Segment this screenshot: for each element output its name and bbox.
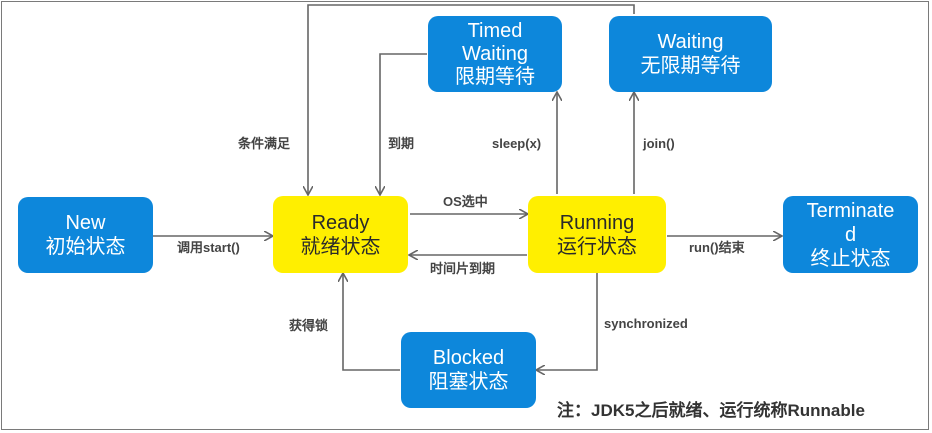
state-timed-waiting: Timed Waiting 限期等待 (428, 16, 562, 92)
footnote: 注：JDK5之后就绪、运行统称Runnable (557, 401, 865, 420)
state-waiting-name: Waiting (657, 31, 724, 53)
state-new-name: New (65, 212, 106, 234)
state-timed-waiting-cn: 限期等待 (455, 65, 535, 88)
label-running-to-timed: sleep(x) (492, 136, 542, 151)
state-blocked-name: Blocked (432, 347, 505, 369)
edge-waiting-to-ready (308, 4, 635, 194)
state-running-cn: 运行状态 (557, 235, 637, 258)
label-ready-to-running: OS选中 (443, 194, 488, 209)
state-timed-waiting-name-1: Timed (467, 19, 523, 42)
state-terminated-name-2: d (844, 223, 857, 246)
state-waiting-cn: 无限期等待 (640, 55, 741, 77)
state-waiting: Waiting 无限期等待 (609, 16, 772, 92)
label-running-to-blocked: synchronized (604, 316, 688, 331)
state-terminated-cn: 终止状态 (810, 247, 891, 270)
state-terminated-name-1: Terminate (806, 199, 895, 222)
state-ready: Ready 就绪状态 (273, 196, 408, 273)
state-new: New 初始状态 (18, 197, 153, 273)
state-ready-name: Ready (311, 211, 370, 234)
edge-timed-to-ready (380, 53, 427, 194)
label-running-to-ready: 时间片到期 (430, 261, 496, 276)
state-ready-cn: 就绪状态 (300, 235, 381, 258)
label-new-to-ready: 调用start() (177, 240, 240, 255)
state-running-name: Running (559, 211, 635, 234)
edge-blocked-to-ready (343, 274, 400, 371)
edge-running-to-blocked (537, 272, 598, 370)
state-terminated: Terminate d 终止状态 (783, 196, 918, 273)
state-blocked-cn: 阻塞状态 (428, 371, 509, 393)
state-running: Running 运行状态 (528, 196, 666, 273)
state-new-cn: 初始状态 (45, 236, 126, 258)
label-running-to-terminated: run()结束 (689, 240, 745, 255)
state-blocked: Blocked 阻塞状态 (401, 332, 536, 408)
label-running-to-waiting: join() (643, 136, 675, 151)
state-timed-waiting-name-2: Waiting (462, 42, 528, 65)
label-blocked-to-ready: 获得锁 (289, 318, 329, 333)
label-waiting-to-ready: 条件满足 (238, 136, 291, 151)
label-timed-to-ready: 到期 (388, 136, 415, 151)
